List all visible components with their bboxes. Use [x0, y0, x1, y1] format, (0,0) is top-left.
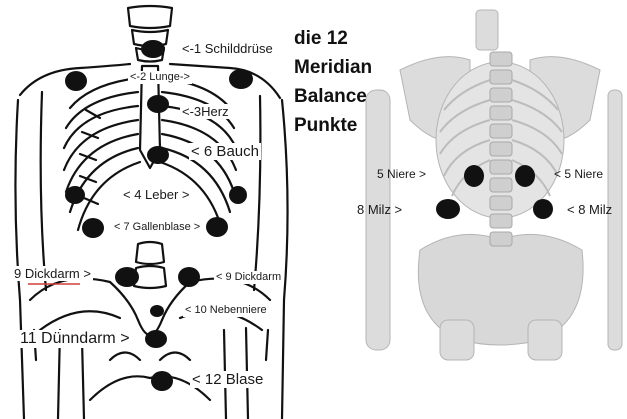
label-niere-right: < 5 Niere — [552, 167, 605, 181]
label-milz-left: 8 Milz > — [355, 202, 404, 217]
label-milz-right: < 8 Milz — [565, 202, 614, 217]
label-niere-left: 5 Niere > — [375, 167, 428, 181]
